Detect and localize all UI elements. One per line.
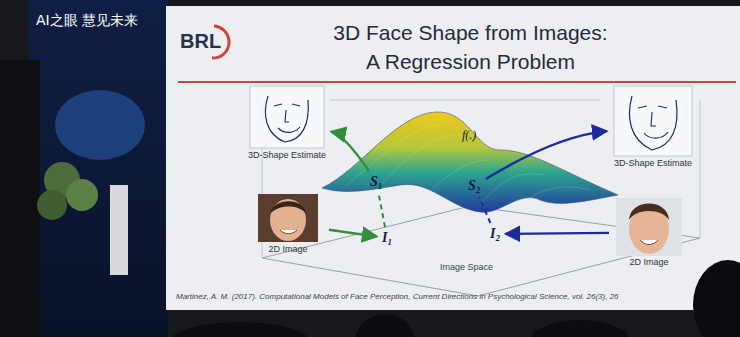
face-sketch bbox=[265, 96, 308, 142]
sign-stand bbox=[110, 185, 128, 275]
face-sketch bbox=[274, 104, 300, 132]
box-edge bbox=[330, 100, 600, 101]
title-rule bbox=[178, 81, 736, 83]
speaker-silhouette bbox=[0, 60, 40, 337]
figure-node: 2D Image bbox=[250, 194, 326, 254]
mapping-arrow bbox=[329, 230, 377, 237]
audience-head bbox=[355, 314, 415, 337]
face-photo bbox=[629, 204, 669, 254]
projection-line bbox=[479, 197, 490, 223]
point-name: S₂ bbox=[468, 178, 481, 194]
figure-node: 3D-Shape Estimate bbox=[610, 86, 696, 168]
point-name: I₂ bbox=[490, 226, 500, 242]
figure-caption: 2D Image bbox=[612, 257, 686, 267]
audience-head bbox=[170, 322, 310, 337]
function-label: f(.) bbox=[462, 128, 476, 143]
projection-line bbox=[379, 193, 386, 227]
face-photo bbox=[616, 198, 682, 256]
audience-head bbox=[530, 320, 630, 337]
mapping-arrow bbox=[331, 132, 369, 171]
point-name: S₁ bbox=[370, 174, 383, 190]
point-label: I₂ bbox=[488, 226, 502, 242]
audience-head bbox=[693, 260, 740, 337]
plant bbox=[66, 179, 98, 211]
face-photo bbox=[270, 201, 306, 214]
plant bbox=[37, 190, 67, 220]
face-photo bbox=[258, 194, 318, 242]
logo-text: BRL bbox=[180, 30, 221, 53]
face-sketch bbox=[629, 96, 677, 150]
mapping-arrow bbox=[486, 131, 607, 179]
face-photo bbox=[270, 199, 306, 241]
point-label: S₁ bbox=[368, 174, 385, 190]
point-name: I₁ bbox=[382, 230, 392, 246]
plot-frame bbox=[250, 86, 324, 148]
regression-surface bbox=[322, 112, 618, 212]
plot-frame bbox=[614, 86, 692, 156]
figure-caption: 3D-Shape Estimate bbox=[610, 158, 696, 168]
point-label: S₂ bbox=[466, 178, 483, 194]
axis-label: Image Space bbox=[440, 262, 493, 272]
mapping-arrow bbox=[505, 233, 609, 234]
slide bbox=[166, 6, 740, 310]
face-photo bbox=[640, 240, 658, 245]
slide-title: 3D Face Shape from Images: A Regression … bbox=[330, 18, 611, 76]
face-sketch bbox=[638, 106, 668, 138]
box-edge bbox=[700, 100, 701, 238]
figure-caption: 2D Image bbox=[250, 244, 326, 254]
citation: Martinez, A. M. (2017). Computational Mo… bbox=[176, 292, 721, 302]
stage-banner bbox=[28, 0, 168, 337]
face-photo bbox=[629, 204, 669, 221]
face-photo bbox=[280, 230, 297, 234]
banner-glow bbox=[55, 90, 145, 160]
figure-node: 2D Image bbox=[612, 198, 686, 267]
banner-text: AI之眼 慧见未来 bbox=[36, 12, 161, 30]
point-label: I₁ bbox=[380, 230, 394, 246]
surface-mesh bbox=[345, 125, 590, 205]
figure-caption: 3D-Shape Estimate bbox=[246, 150, 328, 160]
figure-node: 3D-Shape Estimate bbox=[246, 86, 328, 160]
